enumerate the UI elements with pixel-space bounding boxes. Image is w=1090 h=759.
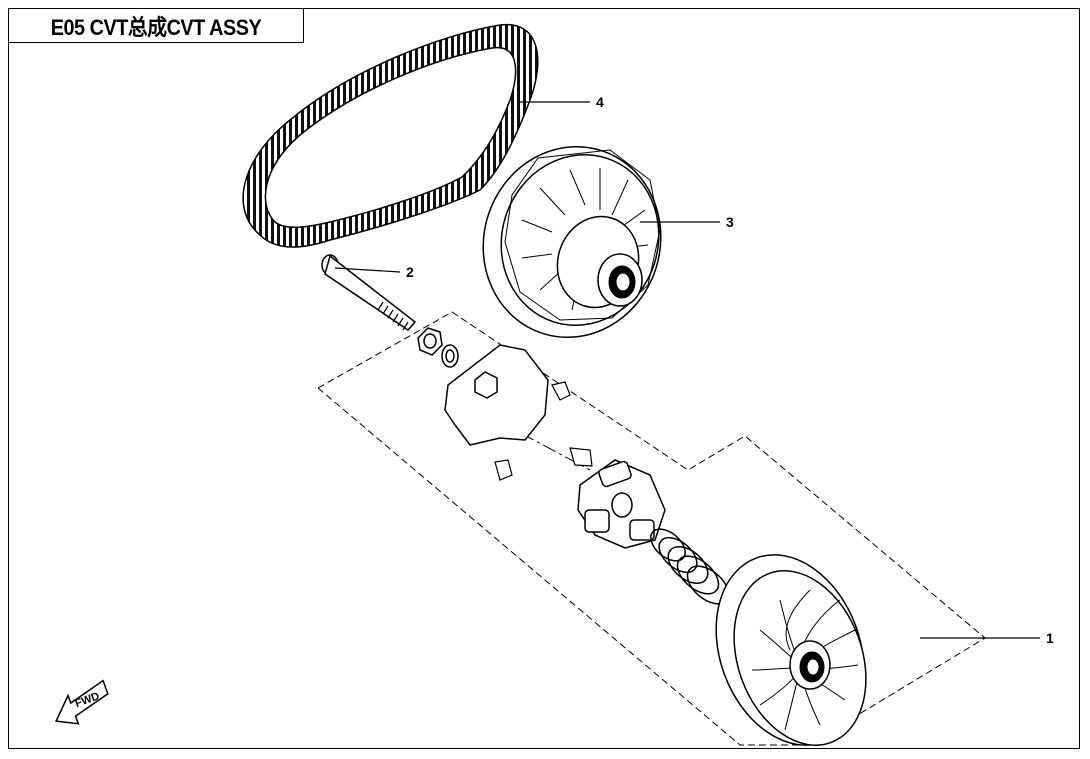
nut-and-washer [417,327,459,368]
bolt [321,254,417,331]
driven-clutch [482,145,662,339]
drive-belt [242,23,539,248]
callout-4: 4 [596,94,604,110]
assembly-boundary [317,311,986,746]
title-box: E05 CVT总成CVT ASSY [8,8,304,43]
fwd-arrow-icon: FWD [54,679,109,725]
callout-1: 1 [1046,630,1054,646]
roller-spider [577,459,666,549]
clips [494,381,593,481]
cover-plate [444,344,549,446]
callout-2: 2 [406,264,414,280]
drive-clutch [715,554,867,746]
page-title: E05 CVT总成CVT ASSY [50,14,262,40]
drawing-frame [8,8,1080,749]
callout-3: 3 [726,214,734,230]
callout-leaders [334,101,1040,639]
spring [650,528,730,605]
